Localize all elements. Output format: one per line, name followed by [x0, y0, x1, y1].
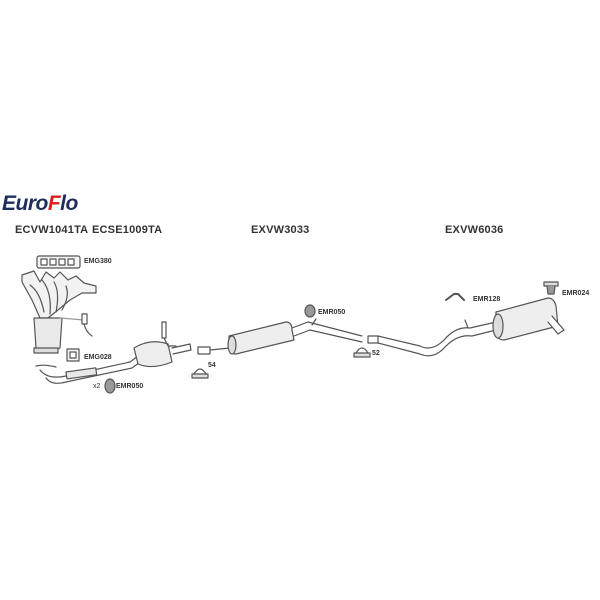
rubber-mount-rear-icon[interactable]	[543, 281, 559, 295]
rubber-mount-center-icon[interactable]	[304, 304, 316, 318]
flange-gasket-icon[interactable]	[66, 348, 80, 362]
label-clamp-front[interactable]: 54	[208, 362, 216, 369]
manifold-gasket-icon[interactable]	[36, 255, 81, 269]
label-mount-front-qty: x2	[93, 383, 101, 390]
rear-section-icon[interactable]	[367, 297, 565, 357]
part-code-front-cat[interactable]: ECSE1009TA	[92, 224, 163, 236]
label-clamp-center[interactable]: 52	[372, 350, 380, 357]
part-code-center-section[interactable]: EXVW3033	[251, 224, 310, 236]
label-manifold-gasket[interactable]: EMG380	[84, 258, 112, 265]
hanger-rear-icon[interactable]	[445, 293, 465, 301]
manifold-catalyst-icon[interactable]	[21, 270, 97, 354]
part-code-manifold-cat[interactable]: ECVW1041TA	[15, 224, 89, 236]
label-hanger-rear[interactable]: EMR128	[473, 296, 501, 303]
part-code-rear-section[interactable]: EXVW6036	[445, 224, 504, 236]
clamp-front-icon[interactable]	[191, 368, 209, 379]
label-flange-gasket[interactable]: EMG028	[84, 354, 112, 361]
clamp-center-icon[interactable]	[353, 347, 371, 358]
label-mount-center[interactable]: EMR050	[318, 309, 346, 316]
logo-prefix: Euro	[2, 192, 48, 215]
center-section-icon[interactable]	[197, 318, 363, 355]
rubber-mount-front-icon[interactable]	[104, 378, 116, 394]
logo-suffix: lo	[60, 192, 78, 215]
label-mount-front[interactable]: EMR050	[116, 383, 144, 390]
logo-accent: F	[47, 192, 61, 215]
label-mount-rear[interactable]: EMR024	[562, 290, 590, 297]
euroflo-logo: EuroFlo	[2, 192, 78, 216]
front-catalyst-icon[interactable]	[35, 321, 192, 384]
